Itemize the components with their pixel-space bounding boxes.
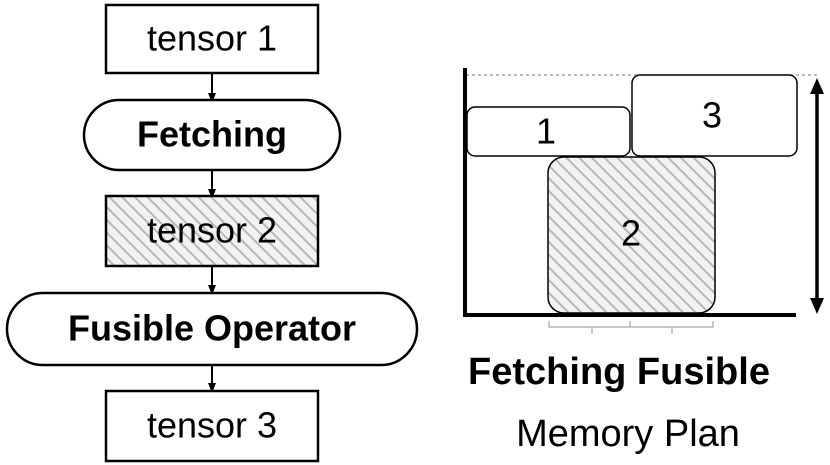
memory-block-1: 1 (466, 106, 631, 157)
fusible-operator-label: Fusible Operator (68, 308, 356, 349)
tensor-2-node: tensor 2 (104, 194, 320, 268)
tensor-1-node: tensor 1 (104, 3, 320, 75)
caption-memory-plan: Memory Plan (516, 413, 740, 455)
tensor-2-label: tensor 2 (147, 210, 277, 251)
x-axis-brackets (548, 321, 714, 334)
tensor-3-label: tensor 3 (147, 405, 277, 446)
memory-block-2: 2 (547, 156, 716, 314)
memory-plan: 1 3 2 Fetching Fusible Memory Plan (463, 68, 824, 455)
fusible-operator-node: Fusible Operator (5, 291, 419, 367)
memory-block-3: 3 (631, 74, 798, 157)
tensor-1-label: tensor 1 (147, 18, 277, 59)
memory-block-3-label: 3 (702, 95, 722, 136)
memory-block-1-label: 1 (536, 111, 556, 152)
fetching-node: Fetching (82, 98, 342, 172)
caption-fetching-fusible: Fetching Fusible (468, 351, 770, 393)
tensor-3-node: tensor 3 (104, 389, 320, 463)
fetching-label: Fetching (137, 114, 287, 155)
memory-block-2-label: 2 (621, 213, 641, 254)
flowchart: tensor 1 Fetching tensor 2 Fusible Opera… (5, 3, 419, 463)
